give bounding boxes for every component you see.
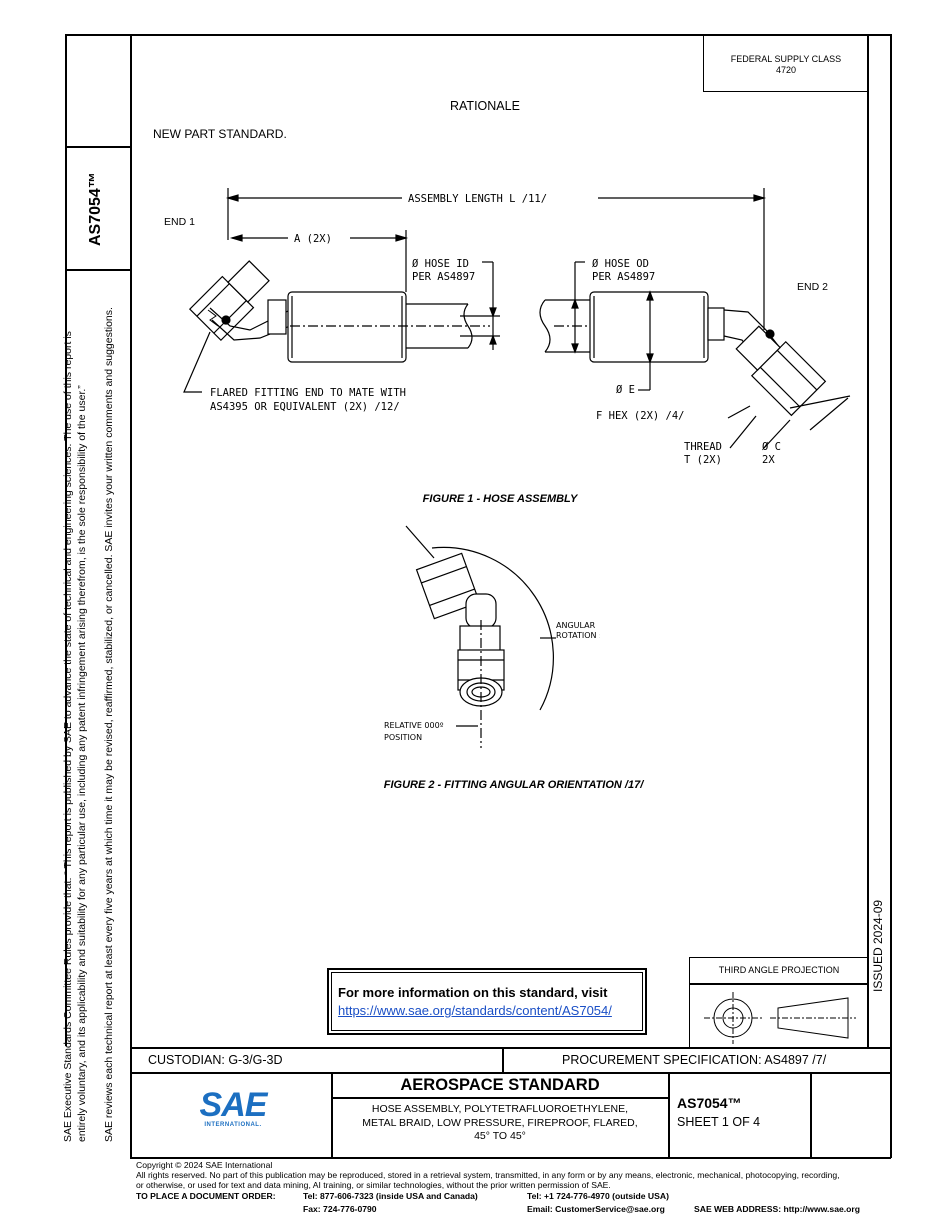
sheet-number: SHEET 1 OF 4 bbox=[677, 1115, 761, 1129]
left-tab-divider-top bbox=[65, 146, 131, 148]
footer-order-label: TO PLACE A DOCUMENT ORDER: bbox=[136, 1191, 276, 1201]
third-angle-projection-symbol-icon bbox=[704, 992, 856, 1044]
inner-left-frame-line bbox=[130, 34, 132, 1158]
figure-1-a-dimension-label: A (2X) bbox=[294, 233, 332, 245]
footer-tel-us: Tel: 877-606-7323 (inside USA and Canada… bbox=[303, 1191, 478, 1201]
figure-1-thread-ref-label: T (2X) bbox=[684, 454, 722, 466]
title-block-mid-line bbox=[130, 1072, 891, 1074]
footer-rights-line-1: All rights reserved. No part of this pub… bbox=[136, 1170, 840, 1180]
figure-1-hose-id-label: Ø HOSE ID bbox=[412, 258, 469, 270]
title-block-bottom-line bbox=[130, 1157, 891, 1159]
procurement-spec-label: PROCUREMENT SPECIFICATION: AS4897 /7/ bbox=[562, 1053, 827, 1067]
federal-supply-class-label: FEDERAL SUPPLY CLASS bbox=[730, 54, 842, 64]
rev-divider bbox=[810, 1072, 812, 1158]
figure-1-hose-od-label: Ø HOSE OD bbox=[592, 258, 649, 270]
figure-1-assembly-length-label: ASSEMBLY LENGTH L /11/ bbox=[408, 193, 547, 205]
figure-2-angular-label: ANGULAR bbox=[556, 621, 596, 630]
figure-1-caption: FIGURE 1 - HOSE ASSEMBLY bbox=[422, 493, 578, 505]
title-line-2: METAL BRAID, LOW PRESSURE, FIREPROOF, FL… bbox=[362, 1117, 638, 1129]
figure-1-flared-label: FLARED FITTING END TO MATE WITH bbox=[210, 387, 406, 399]
figure-1-hose-id-ref-label: PER AS4897 bbox=[412, 271, 475, 283]
logo-divider bbox=[331, 1072, 333, 1158]
sidebar-review-line: SAE reviews each technical report at lea… bbox=[103, 307, 115, 1142]
doc-id-vertical: AS7054™ bbox=[87, 172, 104, 246]
figure-1-end2-label: END 2 bbox=[797, 281, 828, 293]
federal-supply-class-box bbox=[703, 34, 869, 92]
footer-web-address[interactable]: SAE WEB ADDRESS: http://www.sae.org bbox=[694, 1204, 860, 1214]
rationale-title: RATIONALE bbox=[450, 99, 520, 113]
docnum-divider bbox=[668, 1072, 670, 1158]
figure-1-hose-od-ref-label: PER AS4897 bbox=[592, 271, 655, 283]
figure-2-position-label: POSITION bbox=[384, 733, 422, 742]
issued-date-vertical: ISSUED 2024-09 bbox=[871, 899, 885, 992]
figure-1-e-dimension-label: Ø E bbox=[616, 384, 635, 396]
sae-logo-mark: SAE bbox=[199, 1086, 268, 1124]
right-inner-frame-line bbox=[867, 34, 869, 1048]
standard-type-underline bbox=[331, 1097, 669, 1099]
rationale-text: NEW PART STANDARD. bbox=[153, 127, 287, 141]
figure-1-flared-ref-label: AS4395 OR EQUIVALENT (2X) /12/ bbox=[210, 401, 400, 413]
figure-2-rotation-label: ROTATION ±2º bbox=[556, 631, 600, 640]
figure-1-c-dimension-label: Ø C bbox=[762, 441, 781, 453]
standard-type-label: AEROSPACE STANDARD bbox=[400, 1076, 600, 1094]
left-frame-line bbox=[65, 34, 67, 1046]
info-box bbox=[327, 968, 647, 1035]
custodian-divider bbox=[502, 1047, 504, 1073]
doc-number: AS7054™ bbox=[677, 1095, 742, 1111]
footer-copyright: Copyright © 2024 SAE International bbox=[136, 1160, 273, 1170]
sae-logo-subtitle: INTERNATIONAL. bbox=[204, 1122, 262, 1128]
footer-fax: Fax: 724-776-0790 bbox=[303, 1204, 377, 1214]
left-tab-divider-bottom bbox=[65, 269, 131, 271]
footer-email[interactable]: Email: CustomerService@sae.org bbox=[527, 1204, 665, 1214]
info-box-heading: For more information on this standard, v… bbox=[338, 985, 608, 1000]
third-angle-divider bbox=[689, 983, 869, 985]
top-frame-line bbox=[65, 34, 892, 36]
figure-1-f-hex-label: F HEX (2X) /4/ bbox=[596, 410, 685, 422]
figure-1-thread-label: THREAD bbox=[684, 441, 722, 453]
third-angle-label: THIRD ANGLE PROJECTION bbox=[718, 965, 840, 975]
title-block-top-line bbox=[130, 1047, 891, 1049]
sidebar-rules-line-2: entirely voluntary, and its applicabilit… bbox=[76, 385, 88, 1142]
info-box-inner bbox=[331, 972, 643, 1031]
federal-supply-class-value: 4720 bbox=[775, 65, 797, 75]
title-line-3: 45° TO 45° bbox=[474, 1130, 526, 1142]
figure-1-hose-assembly-drawing: ASSEMBLY LENGTH L /11/ END 1 END 2 A (2X… bbox=[164, 188, 851, 466]
figure-1-end1-label: END 1 bbox=[164, 216, 195, 228]
custodian-label: CUSTODIAN: G-3/G-3D bbox=[148, 1053, 283, 1067]
right-outer-frame-line bbox=[890, 34, 892, 1158]
footer-tel-intl: Tel: +1 724-776-4970 (outside USA) bbox=[527, 1191, 669, 1201]
footer-rights-line-2: or otherwise, or used for text and data … bbox=[136, 1180, 611, 1190]
sidebar-rules-line-1: SAE Executive Standards Committee Rules … bbox=[62, 331, 74, 1142]
figure-2-angular-orientation-drawing: ANGULAR ROTATION ±2º RELATIVE 000º POSIT… bbox=[384, 525, 600, 748]
figure-2-relative-label: RELATIVE 000º bbox=[384, 721, 444, 730]
figure-2-caption: FIGURE 2 - FITTING ANGULAR ORIENTATION /… bbox=[383, 779, 644, 791]
title-line-1: HOSE ASSEMBLY, POLYTETRAFLUOROETHYLENE, bbox=[371, 1103, 629, 1115]
sae-logo: SAE INTERNATIONAL. bbox=[198, 1088, 268, 1128]
standard-info-link[interactable]: https://www.sae.org/standards/content/AS… bbox=[338, 1003, 612, 1018]
figure-1-c-dimension-count-label: 2X bbox=[762, 454, 775, 466]
